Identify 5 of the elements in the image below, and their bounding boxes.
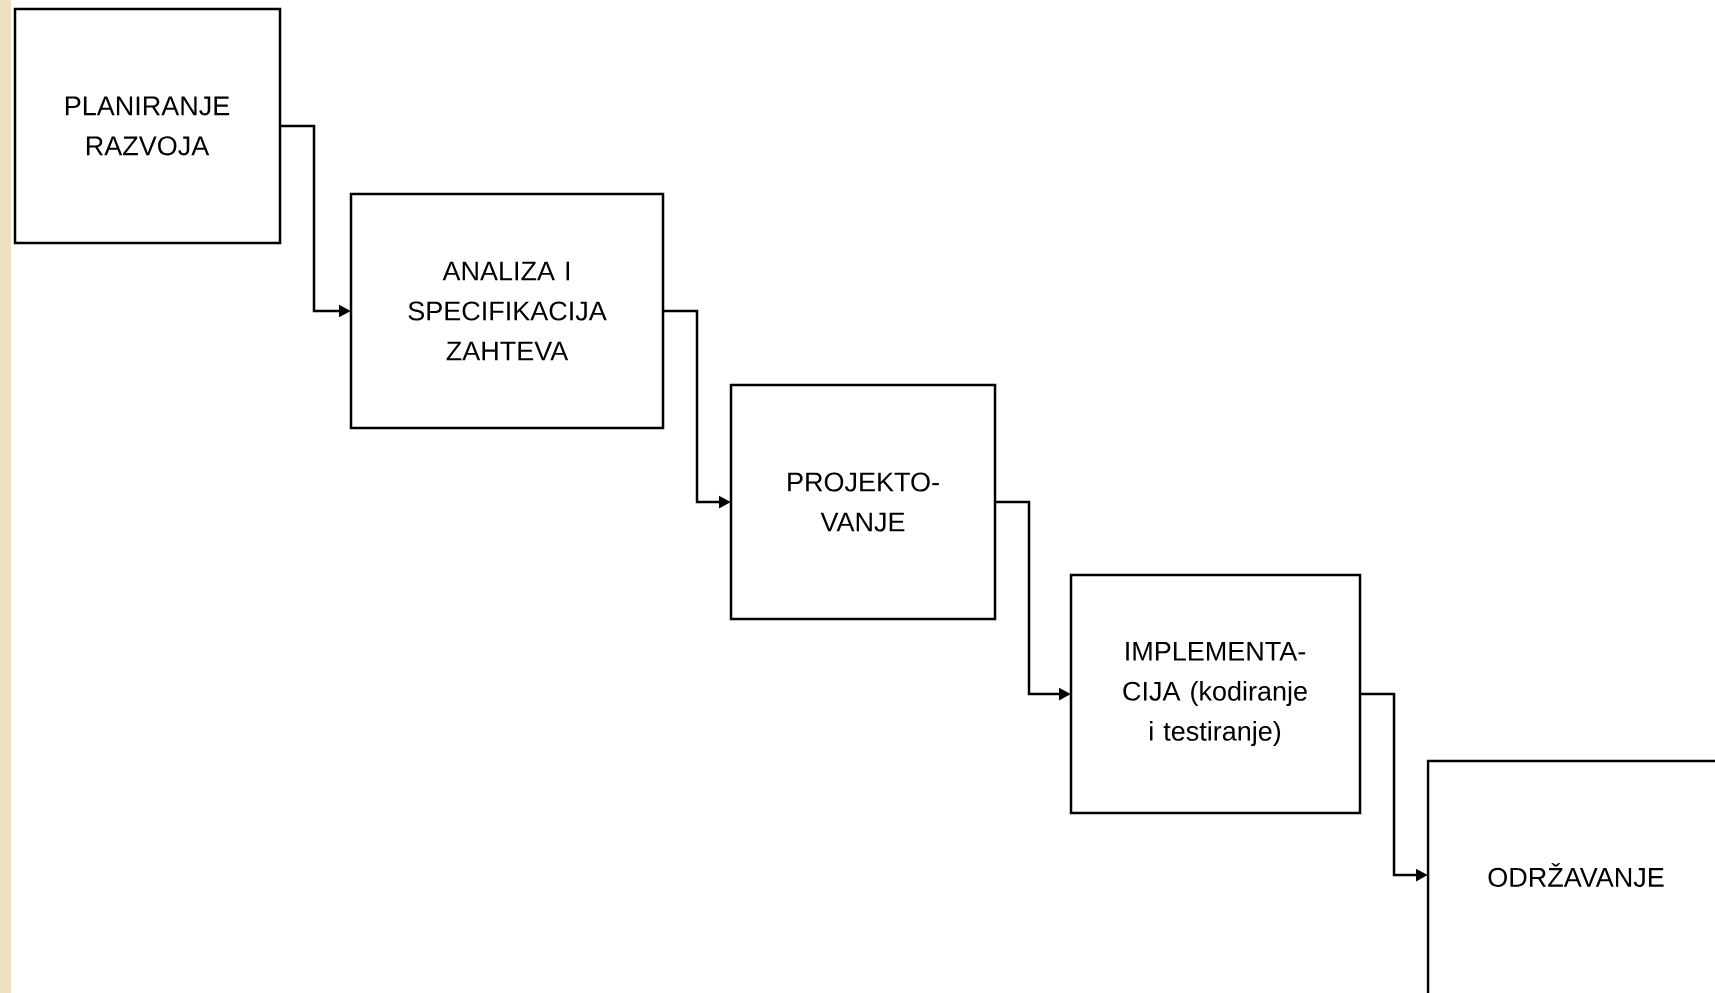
process-box: ODRŽAVANJE (1426, 759, 1715, 993)
process-box: PLANIRANJE RAZVOJA (13, 7, 282, 245)
process-box: ANALIZA I SPECIFIKACIJA ZAHTEVA (349, 192, 665, 430)
process-box: PROJEKTO- VANJE (729, 383, 997, 621)
process-box: IMPLEMENTA- CIJA (kodiranje i testiranje) (1069, 573, 1362, 815)
